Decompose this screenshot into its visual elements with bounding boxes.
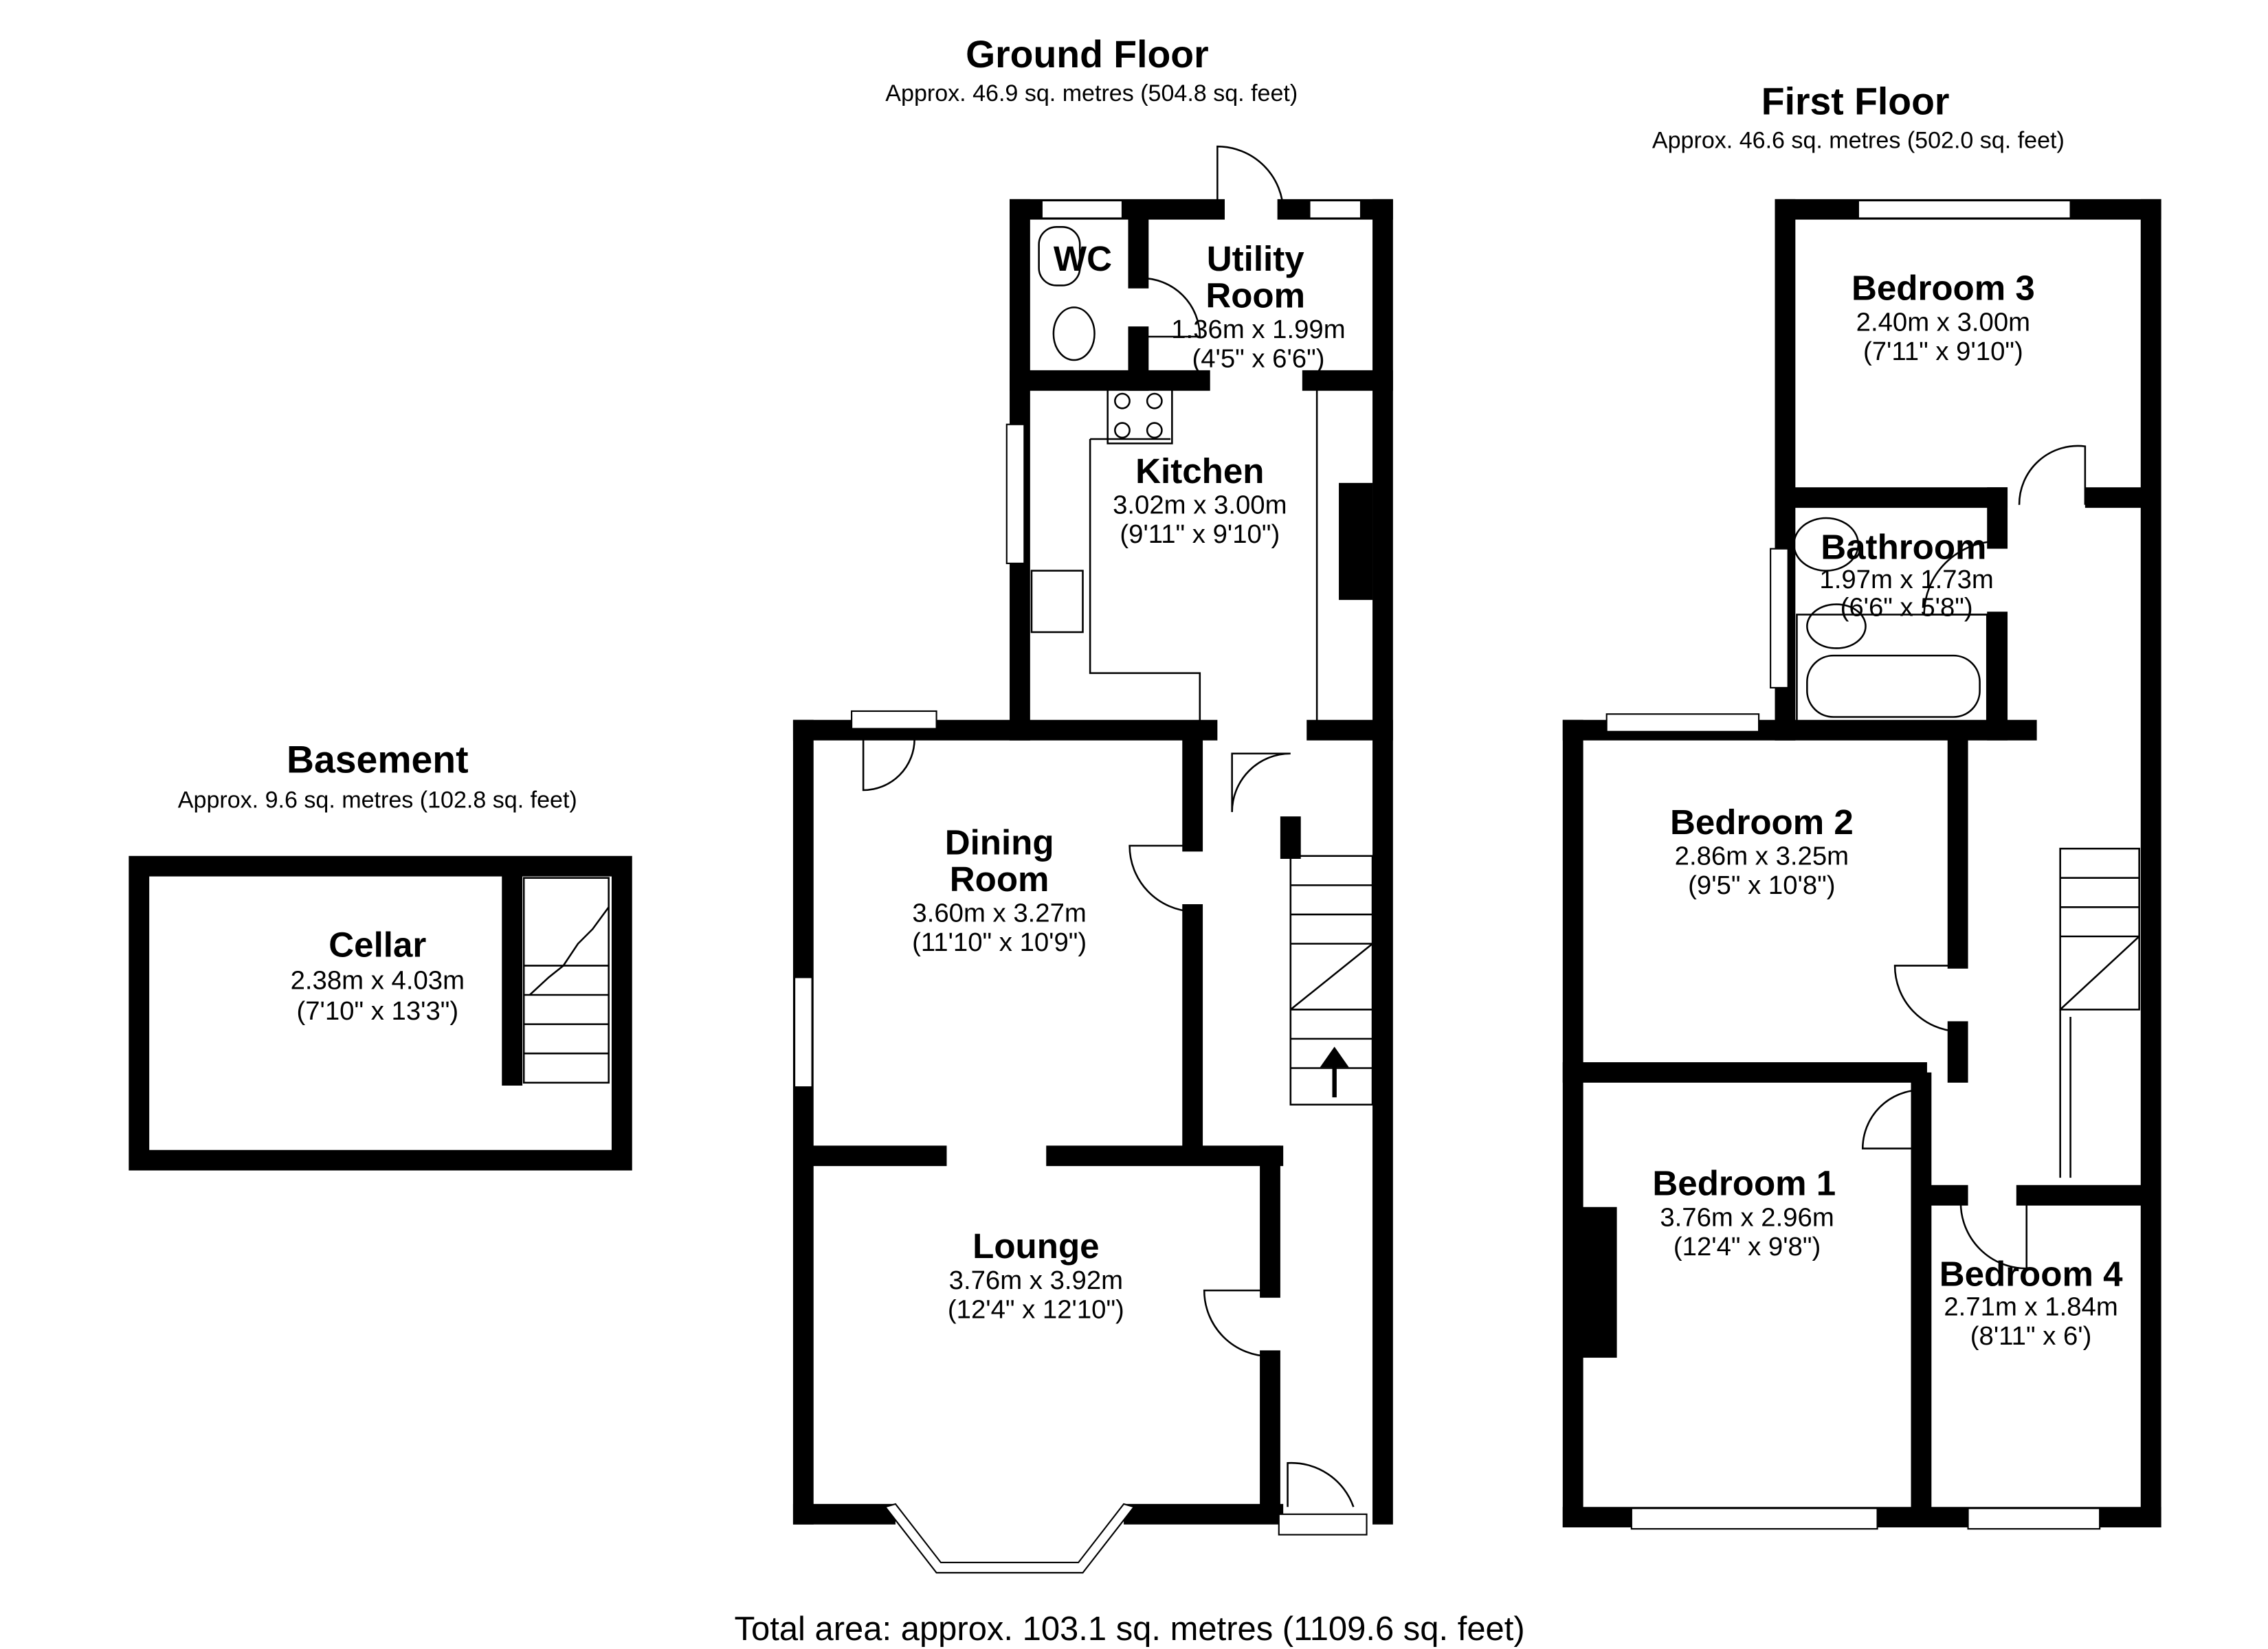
bathroom-toilet-icon [1806,603,1867,649]
hob-icon [1107,387,1173,445]
bedroom3-imperial: (7'11" x 9'10") [1863,337,2023,366]
bedroom2-imperial: (9'5" x 10'8") [1688,871,1835,900]
bedroom4-label: Bedroom 4 [1939,1255,2123,1294]
bay-window [884,1503,1135,1574]
dining-metric: 3.60m x 3.27m [912,899,1086,928]
utility-label-line1: Utility [1207,239,1304,278]
lounge-metric: 3.76m x 3.92m [949,1266,1123,1295]
cellar-stairs [522,877,610,1084]
first-floor-title: First Floor [1761,80,1950,122]
stairs-up-arrow-icon [1320,1046,1349,1098]
ground-floor-plan: Ground Floor Approx. 46.9 sq. metres (50… [792,33,1393,1574]
bedroom2-metric: 2.86m x 3.25m [1675,842,1849,871]
dining-label-line1: Dining [945,823,1054,862]
ground-floor-windows [794,199,1368,1574]
cellar-imperial: (7'10" x 13'3") [296,996,458,1026]
bedroom1-label: Bedroom 1 [1652,1164,1836,1203]
chimney-breast [1339,482,1373,601]
bedroom3-metric: 2.40m x 3.00m [1856,307,2030,337]
ground-floor-fixtures [1030,226,1374,1106]
cellar-metric: 2.38m x 4.03m [291,966,465,996]
first-floor-plan: First Floor Approx. 46.6 sq. metres (502… [1562,80,2161,1530]
first-floor-windows [1605,199,2101,1530]
lounge-label: Lounge [972,1226,1099,1266]
ground-floor-title: Ground Floor [966,33,1209,76]
wc-basin-icon [1038,226,1081,287]
utility-metric: 1.36m x 1.99m [1171,315,1345,344]
dining-imperial: (11'10" x 10'9") [912,928,1087,957]
basement-plan: Basement Approx. 9.6 sq. metres (102.8 s… [129,738,632,1171]
bedroom3-label: Bedroom 3 [1852,269,2035,308]
basement-outer-wall [129,855,632,1171]
first-floor-area: Approx. 46.6 sq. metres (502.0 sq. feet) [1652,127,2065,153]
first-floor-fixtures [1792,517,2140,1178]
bathroom-metric: 1.97m x 1.73m [1819,565,1993,594]
bathroom-imperial: (6'6" x 5'8") [1841,593,1973,622]
bath-icon [1796,614,1988,726]
wc-label: WC [1054,239,1112,278]
bedroom4-imperial: (8'11" x 6') [1970,1321,2092,1351]
chimney-breast-bedroom1 [1580,1207,1617,1358]
toilet-icon [1052,306,1096,361]
bathroom-basin-icon [1792,517,1860,572]
kitchen-imperial: (9'11" x 9'10") [1120,519,1280,549]
first-floor-doors [1861,445,2087,1270]
utility-imperial: (4'5" x 6'6") [1192,344,1324,374]
bedroom4-metric: 2.71m x 1.84m [1944,1292,2117,1321]
cellar-label: Cellar [329,926,426,965]
ground-floor-area: Approx. 46.9 sq. metres (504.8 sq. feet) [885,80,1298,106]
ground-floor-doors [862,145,1355,1507]
first-floor-stairs [2059,847,2140,1178]
lounge-imperial: (12'4" x 12'10") [948,1295,1124,1325]
dining-label-line2: Room [950,860,1049,899]
bedroom1-imperial: (12'4" x 9'8") [1674,1232,1821,1261]
bedroom1-metric: 3.76m x 2.96m [1660,1202,1834,1232]
ground-floor-stairs [1289,855,1374,1106]
basement-area: Approx. 9.6 sq. metres (102.8 sq. feet) [178,787,577,814]
kitchen-metric: 3.02m x 3.00m [1113,491,1287,520]
utility-label-line2: Room [1205,276,1305,315]
basement-title: Basement [287,738,469,781]
total-area: Total area: approx. 103.1 sq. metres (11… [735,1611,1525,1648]
bathroom-label: Bathroom [1821,528,1986,567]
kitchen-sink-icon [1030,570,1084,633]
bedroom2-label: Bedroom 2 [1670,803,1854,842]
kitchen-label: Kitchen [1135,451,1264,491]
